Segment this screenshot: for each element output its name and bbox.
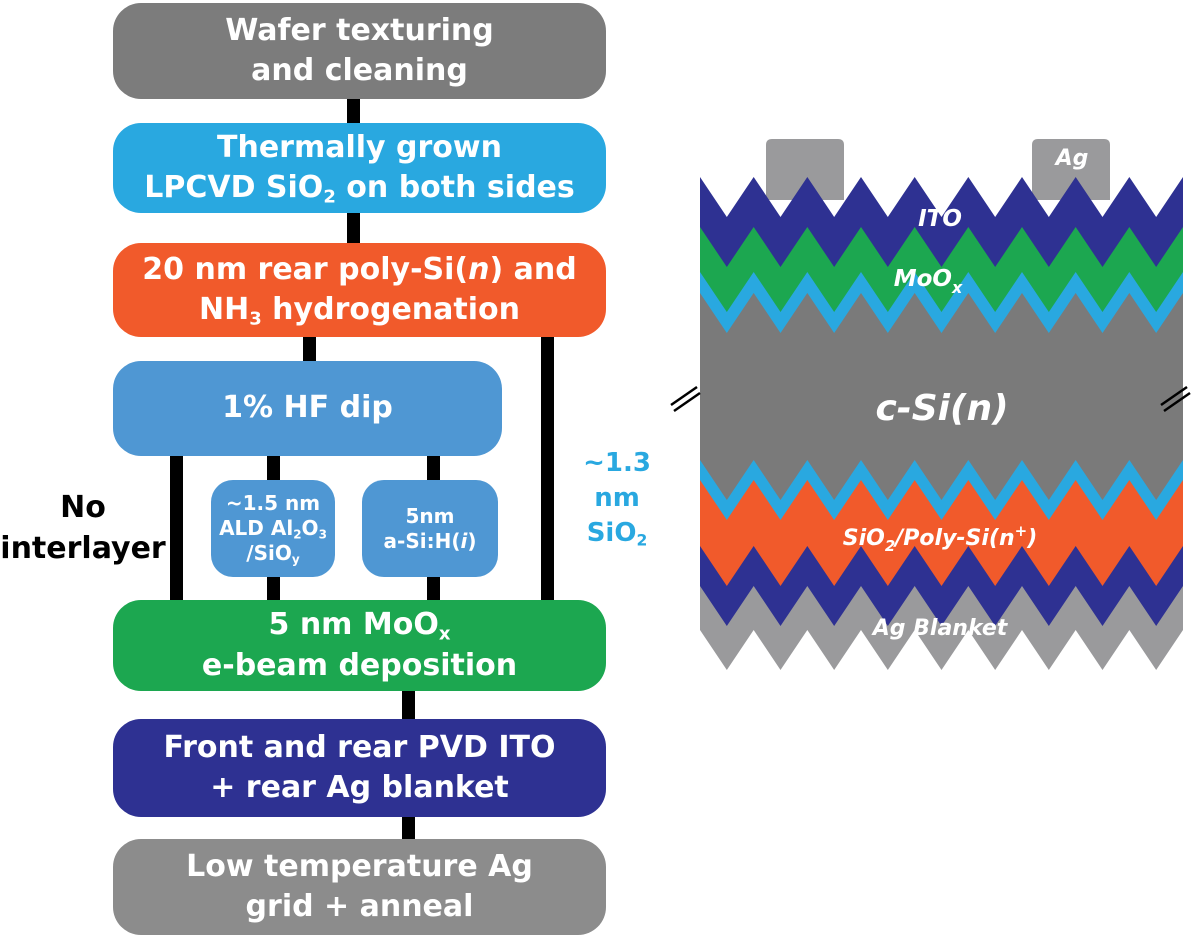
step-wafer-texturing-line1: Wafer texturing bbox=[225, 12, 494, 48]
step-a-si-h-line1: 5nm bbox=[405, 503, 455, 528]
connector-3-5-direct bbox=[541, 336, 554, 602]
break-marks bbox=[670, 385, 1191, 413]
break-mark-left-b bbox=[673, 391, 701, 413]
connector-4b-5 bbox=[427, 576, 440, 602]
connector-4-5-no-interlayer bbox=[170, 455, 183, 601]
step-ag-grid-line2: grid + anneal bbox=[245, 889, 474, 924]
sio2-thickness-label: ~1.3 nm SiO2 bbox=[556, 446, 678, 551]
rear-stack-label: SiO2/Poly-Si(n+) bbox=[843, 522, 1038, 555]
step-poly-si-line2: NH3 hydrogenation bbox=[198, 292, 520, 330]
connector-6-7 bbox=[402, 816, 415, 840]
ag-blanket-layer bbox=[700, 586, 1183, 670]
step-a-si-h-line2: a-Si:H(i) bbox=[383, 528, 477, 553]
break-mark-right-b bbox=[1163, 391, 1191, 413]
ag-finger-left bbox=[766, 139, 844, 200]
ag-blanket-label: Ag Blanket bbox=[871, 616, 1009, 641]
connector-2-3 bbox=[347, 210, 360, 244]
sio2-thickness-line2: SiO2 bbox=[586, 518, 648, 550]
step-ald-al2o3-line1: ~1.5 nm bbox=[225, 491, 321, 515]
step-hf-dip: 1% HF dip bbox=[113, 361, 502, 456]
ito-label: ITO bbox=[918, 206, 962, 232]
no-interlayer-label: No interlayer bbox=[0, 488, 166, 569]
step-ag-grid: Low temperature Ag grid + anneal bbox=[113, 839, 606, 935]
cell-layers bbox=[700, 139, 1183, 670]
sio2-rear-layer bbox=[700, 460, 1183, 532]
step-thermal-sio2: Thermally grown LPCVD SiO2 on both sides bbox=[113, 123, 606, 213]
step-pvd-ito-line1: Front and rear PVD ITO bbox=[163, 729, 556, 765]
step-a-si-h: 5nm a-Si:H(i) bbox=[362, 480, 498, 577]
c-si-label: c-Si(n) bbox=[875, 388, 1008, 429]
step-moox-deposition-line1: 5 nm MoOx bbox=[268, 607, 451, 645]
break-mark-right-a bbox=[1160, 385, 1188, 407]
connector-4-4b bbox=[427, 455, 440, 481]
connector-4-4a bbox=[267, 455, 280, 481]
moox-label: MoOx bbox=[894, 266, 963, 297]
connector-3-4 bbox=[303, 336, 316, 362]
step-thermal-sio2-line2: LPCVD SiO2 on both sides bbox=[144, 170, 575, 208]
connector-5-6 bbox=[402, 690, 415, 720]
ag-finger-right bbox=[1032, 139, 1110, 200]
break-mark-left-a bbox=[670, 385, 698, 407]
no-interlayer-line1: No bbox=[60, 490, 106, 525]
step-ald-al2o3-line3: /SiOy bbox=[246, 541, 300, 567]
c-si-bulk bbox=[700, 293, 1183, 512]
step-moox-deposition-line2: e-beam deposition bbox=[201, 647, 518, 683]
sio2-thickness-line1: ~1.3 nm bbox=[583, 448, 651, 514]
step-ald-al2o3: ~1.5 nm ALD Al2O3 /SiOy bbox=[211, 480, 335, 577]
step-wafer-texturing: Wafer texturing and cleaning bbox=[113, 3, 606, 99]
step-pvd-ito: Front and rear PVD ITO + rear Ag blanket bbox=[113, 719, 606, 817]
step-pvd-ito-line2: + rear Ag blanket bbox=[210, 770, 509, 805]
connector-1-2 bbox=[347, 98, 360, 124]
step-hf-dip-label: 1% HF dip bbox=[222, 390, 393, 426]
step-ald-al2o3-line2: ALD Al2O3 bbox=[219, 516, 327, 542]
step-thermal-sio2-line1: Thermally grown bbox=[217, 129, 502, 165]
step-poly-si: 20 nm rear poly-Si(n) and NH3 hydrogenat… bbox=[113, 243, 606, 337]
step-wafer-texturing-line2: and cleaning bbox=[251, 53, 468, 88]
ag-finger-label: Ag bbox=[1054, 146, 1089, 171]
step-ag-grid-line1: Low temperature Ag bbox=[186, 848, 533, 884]
connector-4a-5 bbox=[267, 576, 280, 602]
step-moox-deposition: 5 nm MoOx e-beam deposition bbox=[113, 600, 606, 691]
step-poly-si-line1: 20 nm rear poly-Si(n) and bbox=[142, 251, 577, 287]
no-interlayer-line2: interlayer bbox=[0, 530, 166, 566]
